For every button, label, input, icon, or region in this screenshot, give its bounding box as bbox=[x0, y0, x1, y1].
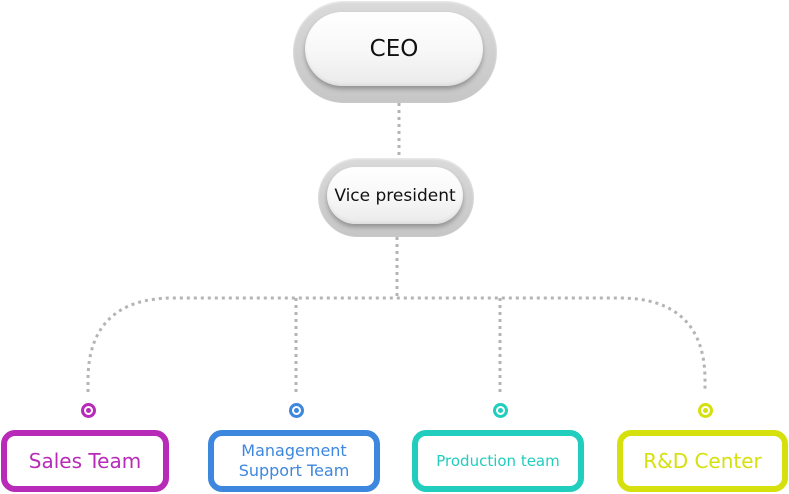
ceo-box: CEO bbox=[293, 1, 497, 103]
rd-center-label: R&D Center bbox=[643, 448, 762, 473]
rd-center-box: R&D Center bbox=[617, 430, 788, 492]
sales-team-box: Sales Team bbox=[1, 430, 169, 492]
management-team-label-line-1: Management bbox=[241, 441, 347, 461]
vice-president-box: Vice president bbox=[318, 158, 474, 237]
management-team-label-line-2: Support Team bbox=[238, 461, 350, 480]
management-node-marker bbox=[289, 403, 304, 418]
branch-connector-line bbox=[86, 296, 707, 392]
vice-president-label: Vice president bbox=[327, 167, 463, 224]
production-team-label: Production team bbox=[436, 451, 560, 470]
sales-node-marker bbox=[81, 403, 96, 418]
ceo-label: CEO bbox=[305, 12, 483, 86]
sales-team-label: Sales Team bbox=[28, 448, 142, 473]
management-support-team-box: Management Support Team bbox=[208, 430, 380, 492]
rd-node-marker bbox=[698, 403, 713, 418]
production-node-marker bbox=[493, 403, 508, 418]
production-team-box: Production team bbox=[412, 430, 584, 492]
